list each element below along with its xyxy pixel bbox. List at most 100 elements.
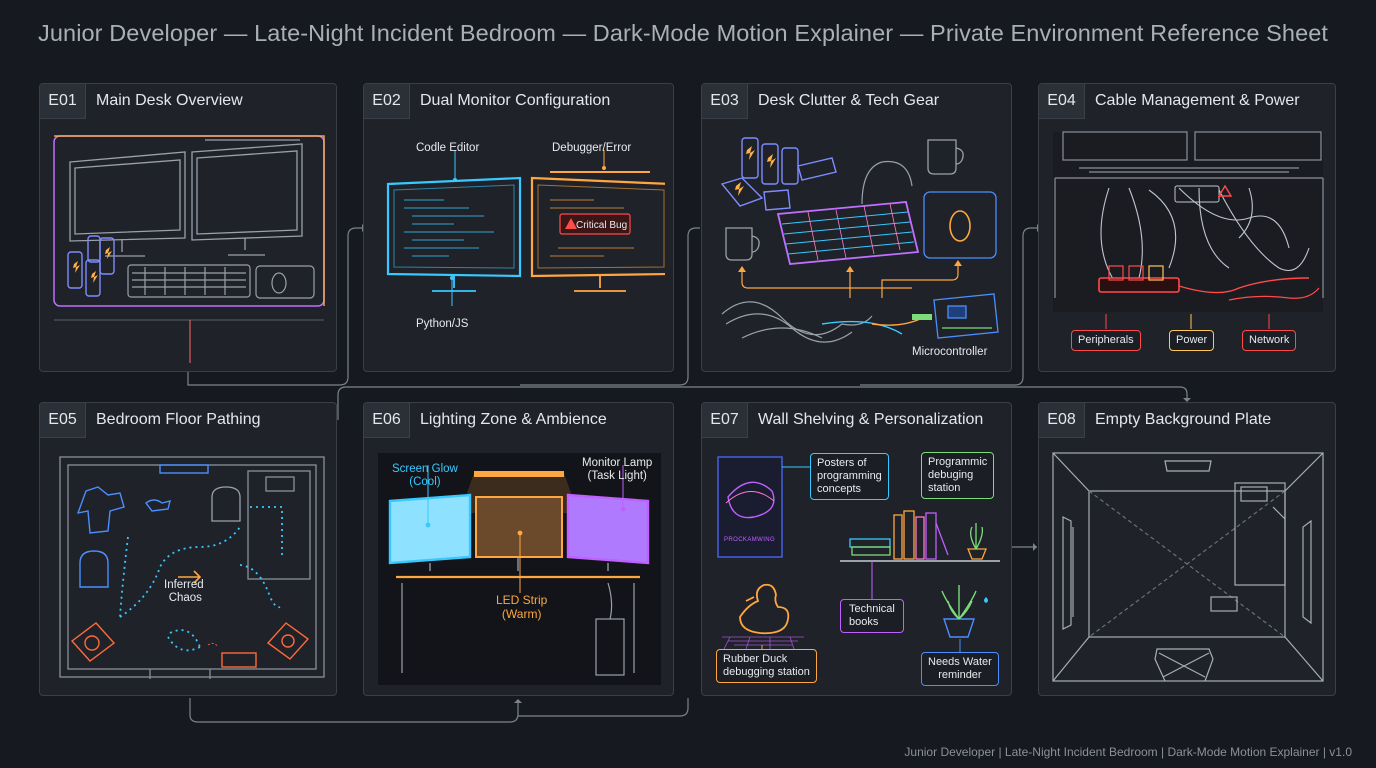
panel-title: Wall Shelving & Personalization <box>758 411 984 428</box>
led-strip-line-2: (Warm) <box>501 607 542 621</box>
needs-water-label: Needs Water reminder <box>921 652 999 686</box>
duck-line-2: debugging station <box>723 666 810 678</box>
monitor-icon <box>69 139 303 257</box>
screen-glow-line-1: Screen Glow <box>392 463 458 475</box>
code-editor-label: Codle Editor <box>416 142 480 154</box>
panel-code: E01 <box>40 84 86 119</box>
panel-header: E03 Desk Clutter & Tech Gear <box>702 84 1011 119</box>
plant-icon <box>941 585 977 638</box>
panel-header: E05 Bedroom Floor Pathing <box>40 403 336 438</box>
backpack-icon <box>79 550 109 588</box>
dual-monitor-illustration <box>374 128 665 363</box>
energy-drink-icon <box>720 137 837 211</box>
microcontroller-icon <box>933 293 999 339</box>
inferred-chaos-line-1: Inferred <box>164 579 204 591</box>
panel-code: E05 <box>40 403 86 438</box>
book-icon <box>849 510 949 560</box>
energy-drink-icon <box>67 235 115 297</box>
books-line-2: books <box>849 616 879 628</box>
keyboard-icon <box>127 264 251 298</box>
posters-line-3: concepts <box>817 483 862 495</box>
network-label: Network <box>1242 330 1297 351</box>
panel-title: Main Desk Overview <box>96 92 243 109</box>
monitor-lamp-line-1: Monitor Lamp <box>582 457 653 469</box>
desk-clutter-illustration <box>712 128 1003 363</box>
panel-e02: E02 Dual Monitor Configuration <box>363 83 674 372</box>
panel-e07: E07 Wall Shelving & Personalization <box>701 402 1012 696</box>
callout-lines <box>1105 314 1270 329</box>
panel-title: Cable Management & Power <box>1095 92 1300 109</box>
lighting-zone-illustration <box>378 453 661 685</box>
panel-title: Dual Monitor Configuration <box>420 92 611 109</box>
panel-e04: E04 Cable Management & Power <box>1038 83 1336 372</box>
panel-header: E01 Main Desk Overview <box>40 84 336 119</box>
python-js-label: Python/JS <box>416 318 469 330</box>
warning-icon <box>1217 184 1233 197</box>
duck-line-1: Rubber Duck <box>723 653 788 665</box>
mug-icon <box>725 139 964 261</box>
led-strip-label: LED Strip (Warm) <box>496 593 547 621</box>
panel-code: E07 <box>702 403 748 438</box>
panel-title: Lighting Zone & Ambience <box>420 411 607 428</box>
monitor-lamp-label: Monitor Lamp (Task Light) <box>582 457 652 483</box>
backpack-icon <box>211 486 241 522</box>
posters-label: Posters of programming concepts <box>810 453 889 500</box>
water-line-2: reminder <box>938 669 982 681</box>
panel-code: E03 <box>702 84 748 119</box>
inferred-chaos-label: Inferred Chaos <box>164 579 204 605</box>
books-line-1: Technical <box>849 603 895 615</box>
station-line-3: station <box>928 482 961 494</box>
panel-header: E07 Wall Shelving & Personalization <box>702 403 1011 438</box>
screen-glow-line-2: (Cool) <box>409 476 441 488</box>
rubber-duck-label: Rubber Duck debugging station <box>716 649 817 683</box>
water-line-1: Needs Water <box>928 656 992 668</box>
lamp-icon <box>474 471 564 477</box>
peripherals-label: Peripherals <box>1071 330 1141 351</box>
warning-icon <box>565 218 577 229</box>
panel-title: Desk Clutter & Tech Gear <box>758 92 940 109</box>
panel-code: E04 <box>1039 84 1085 119</box>
panel-e06: E06 Lighting Zone & Ambience Sc <box>363 402 674 696</box>
panel-code: E08 <box>1039 403 1085 438</box>
panel-header: E06 Lighting Zone & Ambience <box>364 403 673 438</box>
inferred-chaos-line-2: Chaos <box>168 592 202 604</box>
footer-version: Junior Developer | Late-Night Incident B… <box>904 745 1352 759</box>
plant-icon <box>967 523 987 560</box>
station-line-1: Programmic <box>928 456 988 468</box>
panel-code: E06 <box>364 403 410 438</box>
led-strip-line-1: LED Strip <box>496 593 548 607</box>
screen-glow-label: Screen Glow (Cool) <box>392 463 458 489</box>
mouse-icon <box>255 265 315 299</box>
technical-books-label: Technical books <box>840 599 904 633</box>
station-line-2: debuging <box>928 469 974 481</box>
critical-bug-label: Critical Bug <box>576 220 628 231</box>
debugger-label: Debugger/Error <box>552 142 632 154</box>
panel-header: E08 Empty Background Plate <box>1039 403 1335 438</box>
monitor-lamp-line-2: (Task Light) <box>587 470 647 482</box>
microcontroller-label: Microcontroller <box>912 346 988 358</box>
keyboard-icon <box>776 201 920 265</box>
power-strip-icon <box>1098 265 1180 293</box>
empty-room-illustration <box>1049 447 1327 687</box>
wall-shelving-illustration <box>710 451 1005 691</box>
panel-e08: E08 Empty Background Plate <box>1038 402 1336 696</box>
mouse-icon <box>923 191 997 259</box>
panel-header: E02 Dual Monitor Configuration <box>364 84 673 119</box>
bedroom-floor-illustration <box>50 447 328 682</box>
power-label: Power <box>1169 330 1215 351</box>
panel-title: Empty Background Plate <box>1095 411 1272 428</box>
poster-text: PROCKAMWING <box>724 537 776 543</box>
posters-line-1: Posters of <box>817 457 867 469</box>
panel-title: Bedroom Floor Pathing <box>96 411 261 428</box>
posters-line-2: programming <box>817 470 882 482</box>
panel-e01: E01 Main Desk Overview <box>39 83 337 372</box>
panel-e03: E03 Desk Clutter & Tech Gear <box>701 83 1012 372</box>
page-title: Junior Developer — Late-Night Incident B… <box>38 20 1329 46</box>
debugging-station-label: Programmic debuging station <box>921 452 995 499</box>
panel-e05: E05 Bedroom Floor Pathing <box>39 402 337 696</box>
main-desk-illustration <box>50 128 328 363</box>
panel-code: E02 <box>364 84 410 119</box>
cable-management-illustration <box>1049 128 1327 318</box>
rubber-duck-icon <box>739 583 790 635</box>
panel-header: E04 Cable Management & Power <box>1039 84 1335 119</box>
